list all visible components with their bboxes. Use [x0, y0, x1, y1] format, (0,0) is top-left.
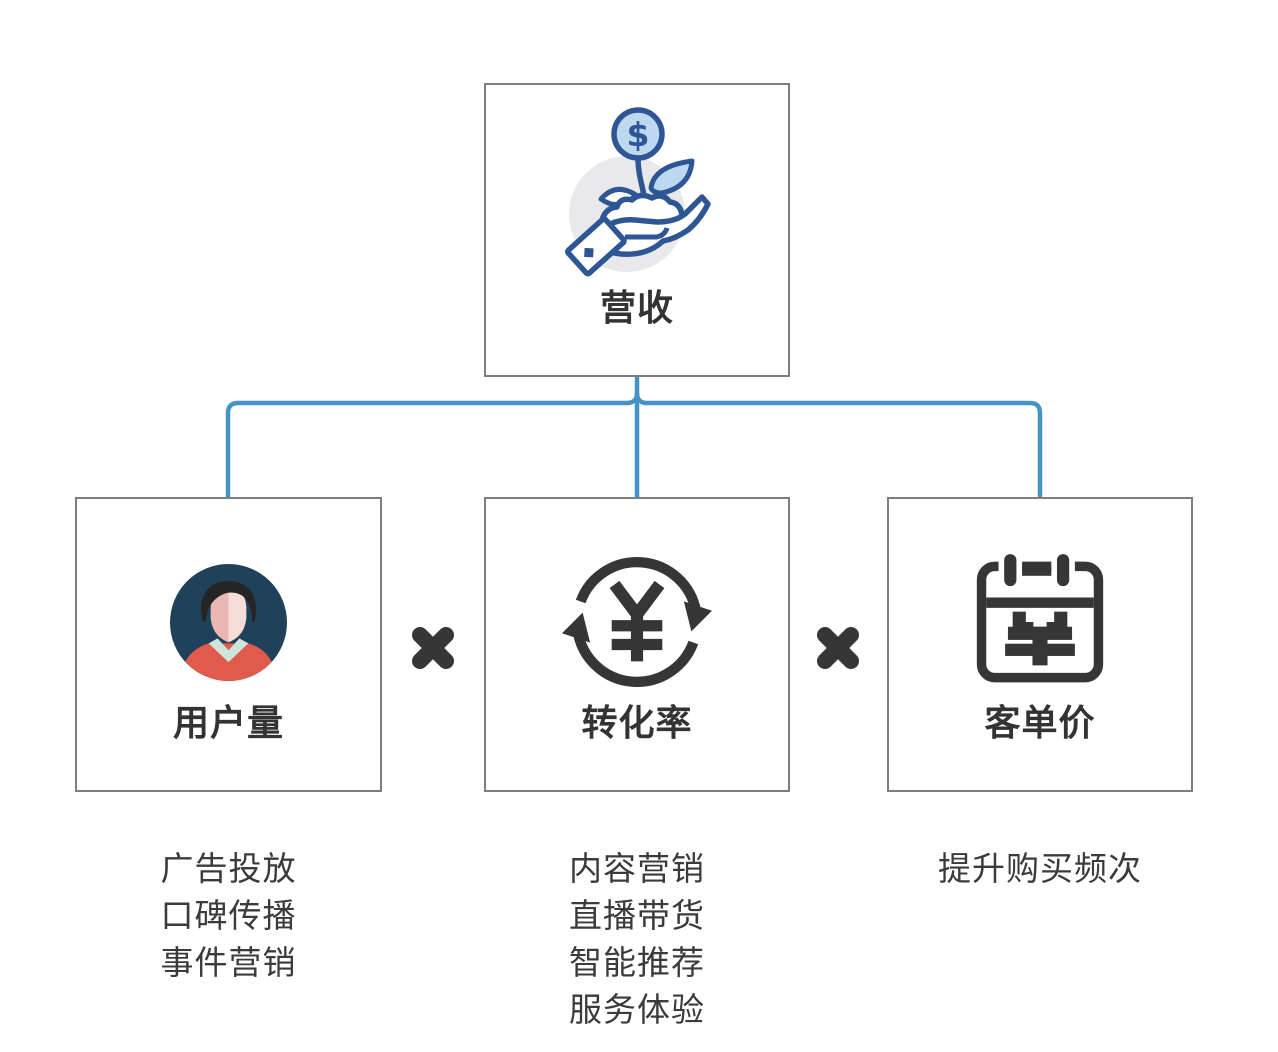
calendar-yuan-icon — [976, 554, 1104, 683]
tactic-item: 事件营销 — [160, 943, 297, 982]
node-conversion: 转化率 — [484, 497, 790, 792]
connector-left — [225, 392, 640, 497]
user-avatar-icon — [169, 563, 288, 681]
node-order-value-label: 客单价 — [984, 703, 1096, 744]
tactic-item: 内容营销 — [569, 849, 705, 888]
connector-right — [634, 392, 1043, 497]
node-revenue: $ 营收 — [484, 83, 790, 377]
tactic-item: 提升购买频次 — [938, 849, 1142, 888]
multiply-icon — [810, 620, 866, 676]
money-plant-in-hand-icon: $ — [565, 107, 711, 277]
node-revenue-label: 营收 — [599, 288, 674, 329]
tactic-item: 服务体验 — [569, 990, 705, 1029]
tactic-item: 智能推荐 — [569, 943, 705, 982]
tactics-conversion: 内容营销 直播带货 智能推荐 服务体验 — [484, 845, 790, 1033]
tactics-order-value: 提升购买频次 — [887, 845, 1193, 892]
node-users-label: 用户量 — [172, 703, 284, 744]
tactic-item: 直播带货 — [569, 896, 705, 935]
node-order-value: 客单价 — [887, 497, 1193, 792]
multiply-icon — [405, 620, 461, 676]
tactic-item: 口碑传播 — [160, 896, 297, 935]
node-users: 用户量 — [75, 497, 382, 792]
svg-text:$: $ — [627, 115, 650, 154]
yuan-refresh-cycle-icon — [562, 556, 712, 688]
node-conversion-label: 转化率 — [581, 703, 693, 744]
tactics-users: 广告投放 口碑传播 事件营销 — [75, 845, 382, 986]
tactic-item: 广告投放 — [160, 849, 297, 888]
